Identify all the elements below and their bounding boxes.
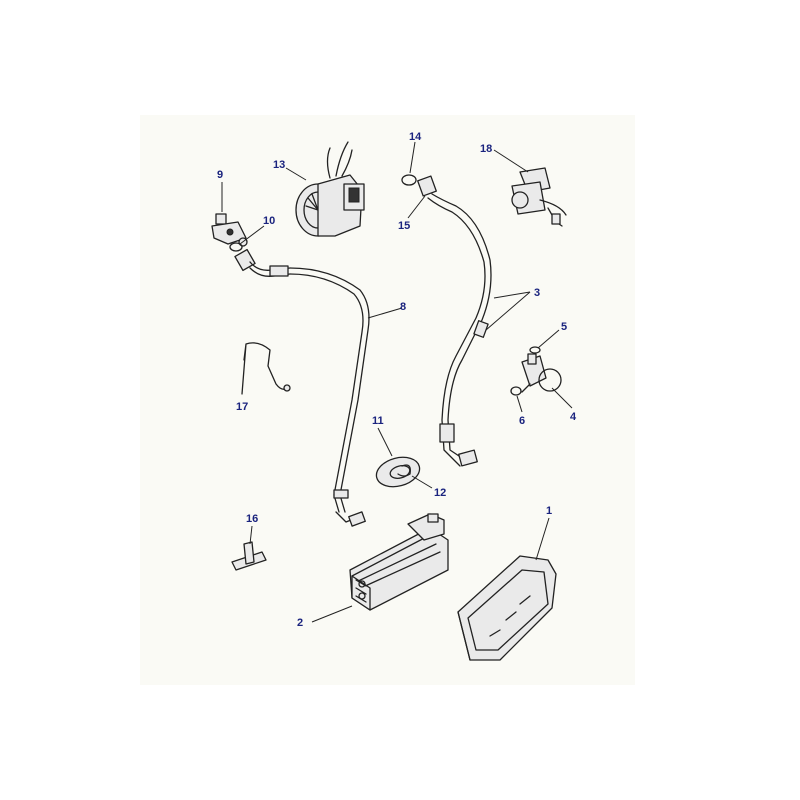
callout-12: 12 (434, 487, 446, 499)
o-ring-10 (229, 242, 243, 252)
heater-core-2 (349, 513, 449, 611)
tray-housing-1 (457, 555, 557, 661)
o-ring-6 (510, 386, 522, 396)
callout-5: 5 (561, 321, 567, 333)
callout-9: 9 (217, 169, 223, 181)
callout-18: 18 (480, 143, 492, 155)
o-ring-5 (529, 346, 541, 354)
hose-8 (234, 248, 370, 527)
o-ring-14 (401, 174, 417, 186)
callout-8: 8 (400, 301, 406, 313)
blower-motor (295, 141, 365, 237)
valve-cluster (521, 353, 562, 393)
leader-18 (493, 149, 529, 173)
leader-4 (551, 387, 573, 409)
leader-6 (516, 395, 523, 413)
callout-14: 14 (409, 131, 422, 143)
callout-11: 11 (372, 415, 384, 427)
leader-2 (311, 605, 353, 623)
t-connector-16 (231, 541, 267, 571)
wire-terminal-17 (283, 384, 291, 392)
leader-10 (239, 225, 265, 245)
leader-3a (493, 291, 531, 299)
leader-11 (377, 427, 393, 457)
callout-17: 17 (236, 401, 248, 413)
callout-16: 16 (246, 513, 258, 525)
callout-6: 6 (519, 415, 525, 427)
leader-14 (409, 141, 416, 174)
callout-1: 1 (546, 505, 552, 517)
leader-1 (535, 517, 550, 561)
callout-4: 4 (570, 411, 577, 423)
callout-3: 3 (534, 287, 540, 299)
expansion-valve-9 (211, 213, 248, 247)
leader-15 (407, 195, 426, 219)
leader-8 (367, 307, 403, 319)
callout-13: 13 (273, 159, 285, 171)
leader-3b (485, 291, 531, 331)
callout-15: 15 (398, 220, 410, 232)
callout-2: 2 (297, 617, 303, 629)
callout-10: 10 (263, 215, 275, 227)
leader-12 (411, 475, 433, 489)
leader-16 (249, 525, 253, 545)
switch-assembly-18 (511, 167, 567, 227)
clip-12 (397, 464, 411, 477)
hose-3 (417, 175, 492, 467)
leader-13 (285, 167, 307, 181)
grommet-11 (375, 456, 421, 488)
leader-5 (537, 329, 560, 349)
